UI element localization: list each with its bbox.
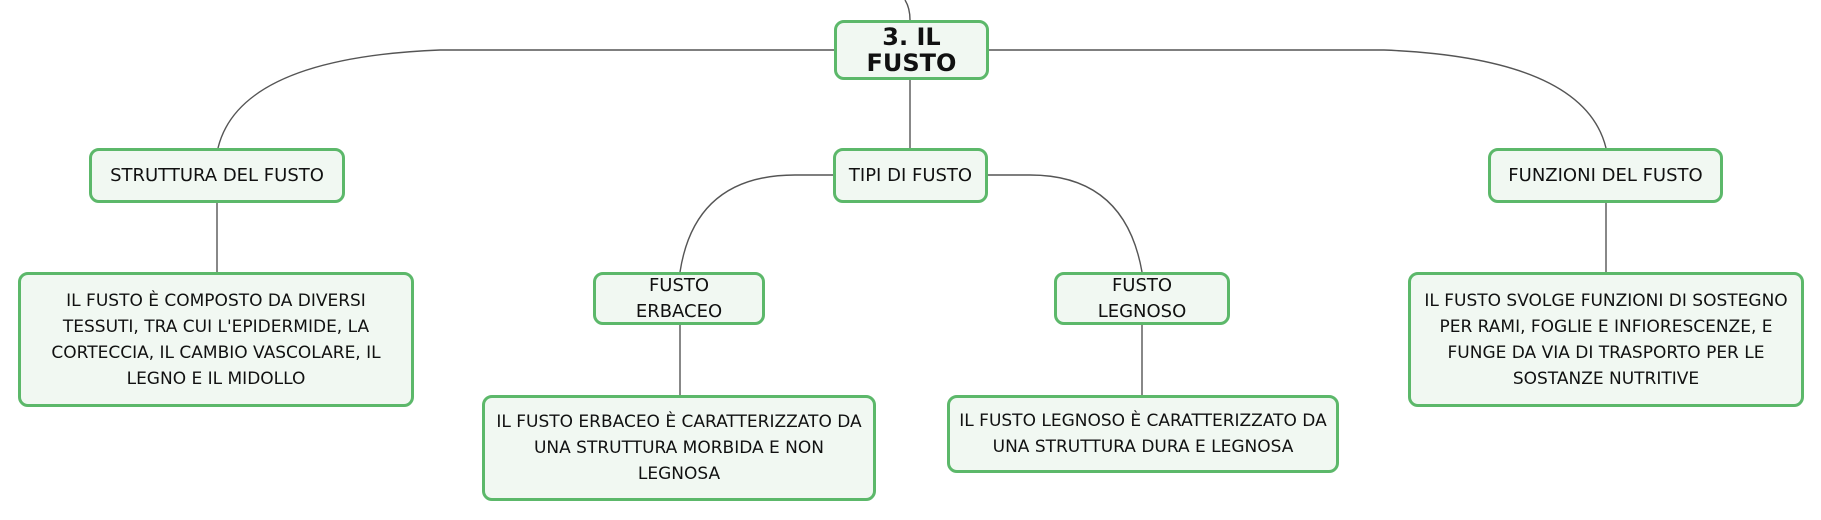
- connector-root-to-funzioni: [988, 49, 1607, 149]
- node-struttura-detail[interactable]: IL FUSTO È COMPOSTO DA DIVERSI TESSUTI, …: [18, 272, 414, 407]
- node-legnoso-detail-text: IL FUSTO LEGNOSO È CARATTERIZZATO DA UNA…: [959, 411, 1327, 457]
- root-node[interactable]: 3. IL FUSTO: [834, 20, 989, 80]
- connector-tipi-to-erbaceo: [679, 174, 836, 273]
- node-struttura-del-fusto[interactable]: STRUTTURA DEL FUSTO: [89, 148, 345, 203]
- node-tipi-label: TIPI DI FUSTO: [848, 164, 973, 186]
- node-funzioni-detail[interactable]: IL FUSTO SVOLGE FUNZIONI DI SOSTEGNO PER…: [1408, 272, 1804, 407]
- node-funzioni-detail-text: IL FUSTO SVOLGE FUNZIONI DI SOSTEGNO PER…: [1424, 290, 1788, 389]
- node-fusto-erbaceo[interactable]: FUSTO ERBACEO: [593, 272, 765, 325]
- node-tipi-di-fusto[interactable]: TIPI DI FUSTO: [833, 148, 988, 203]
- root-node-label: 3. IL FUSTO: [866, 23, 957, 77]
- node-erbaceo-detail[interactable]: IL FUSTO ERBACEO È CARATTERIZZATO DA UNA…: [482, 395, 876, 501]
- connector-root-to-struttura: [217, 49, 836, 149]
- node-struttura-detail-text: IL FUSTO È COMPOSTO DA DIVERSI TESSUTI, …: [51, 290, 381, 389]
- node-struttura-label: STRUTTURA DEL FUSTO: [110, 164, 324, 186]
- node-erbaceo-detail-text: IL FUSTO ERBACEO È CARATTERIZZATO DA UNA…: [496, 412, 862, 484]
- node-funzioni-label: FUNZIONI DEL FUSTO: [1508, 164, 1703, 186]
- node-funzioni-del-fusto[interactable]: FUNZIONI DEL FUSTO: [1488, 148, 1723, 203]
- node-legnoso-label: FUSTO LEGNOSO: [1097, 274, 1187, 322]
- node-erbaceo-label: FUSTO ERBACEO: [635, 274, 723, 322]
- node-legnoso-detail[interactable]: IL FUSTO LEGNOSO È CARATTERIZZATO DA UNA…: [947, 395, 1339, 473]
- connector-tipi-to-legnoso: [988, 174, 1143, 273]
- node-fusto-legnoso[interactable]: FUSTO LEGNOSO: [1054, 272, 1230, 325]
- connector-parent-to-root: [904, 0, 911, 21]
